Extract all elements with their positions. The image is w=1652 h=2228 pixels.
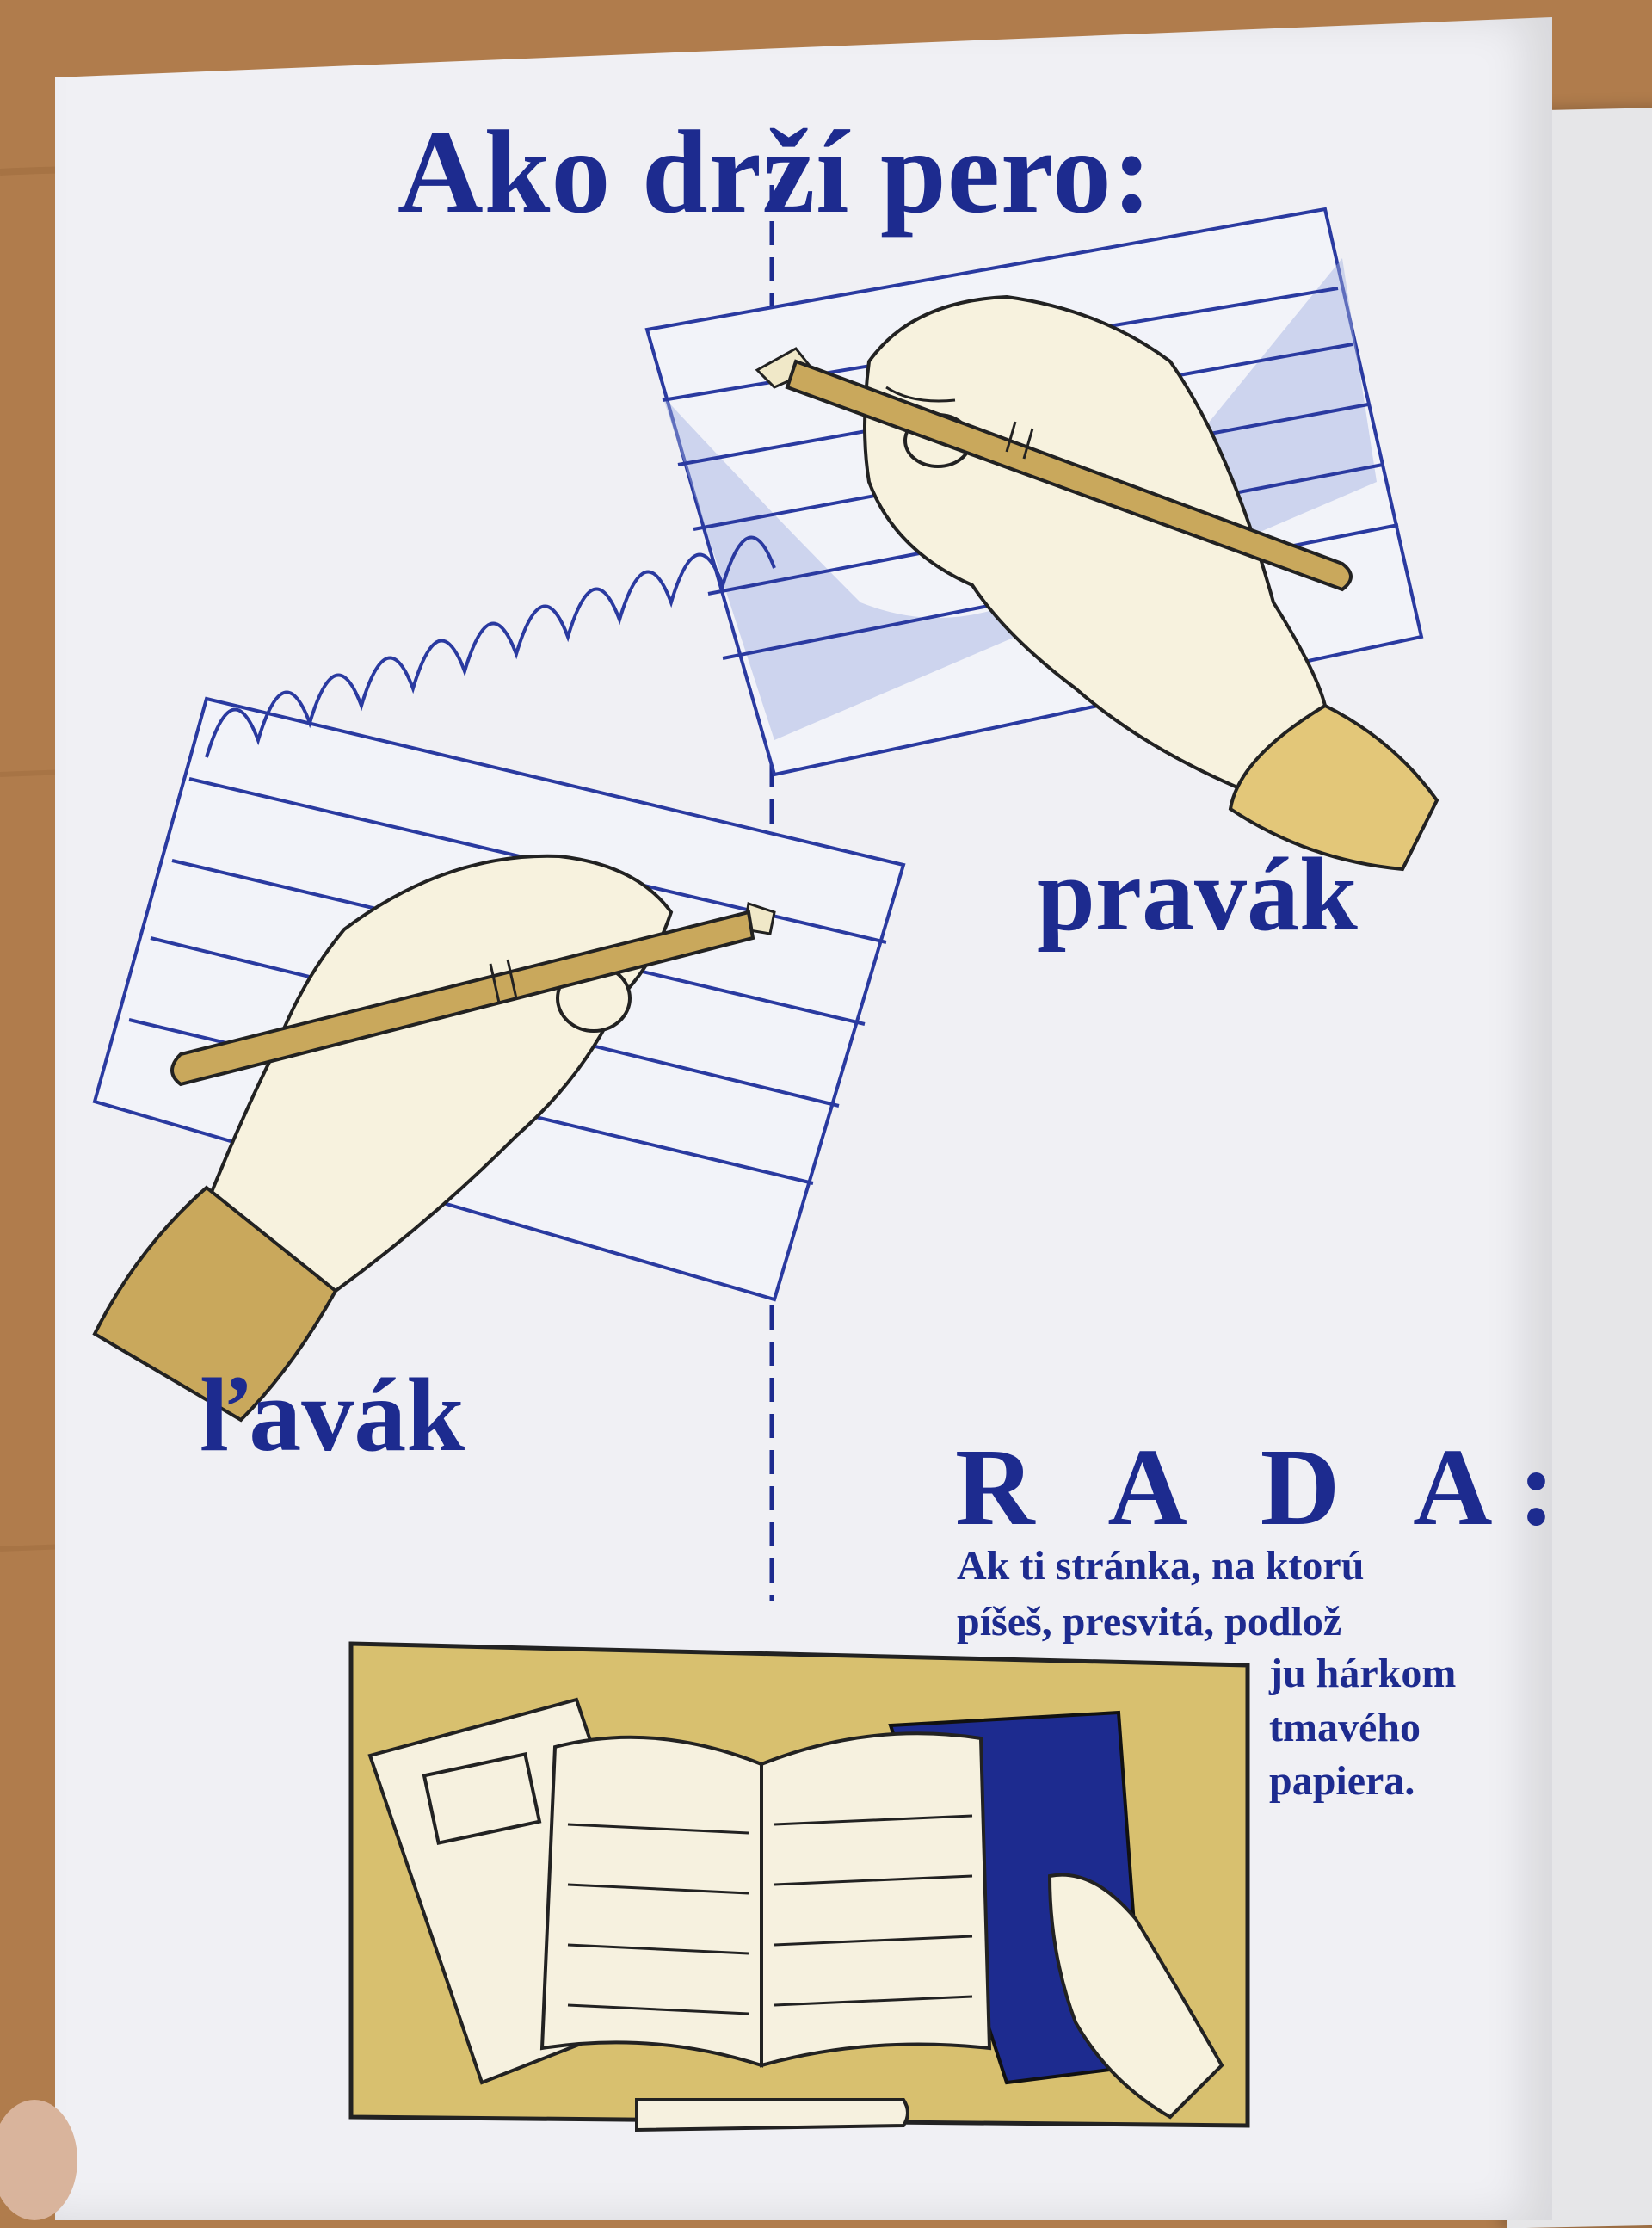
tip-line: tmavého	[1269, 1705, 1421, 1750]
left-fountain-pen	[170, 902, 776, 1087]
right-handed-label: pravák	[1037, 836, 1358, 953]
left-handed-label: ľavák	[200, 1357, 465, 1473]
right-handed-illustration	[644, 207, 1439, 872]
page-title: Ako drží pero:	[398, 106, 1153, 238]
tip-illustration	[348, 1641, 1250, 2132]
left-handed-illustration	[92, 535, 906, 1423]
tip-line: píšeš, presvitá, podlož	[957, 1599, 1342, 1645]
right-fountain-pen	[755, 347, 1353, 592]
tip-line: Ak ti stránka, na ktorú	[957, 1543, 1365, 1589]
tip-heading: R A D A:	[955, 1426, 1581, 1548]
thumb	[0, 2100, 77, 2220]
right-hand	[863, 294, 1439, 872]
tip-line: papiera.	[1269, 1758, 1415, 1804]
tip-line: ju hárkom	[1269, 1651, 1457, 1696]
